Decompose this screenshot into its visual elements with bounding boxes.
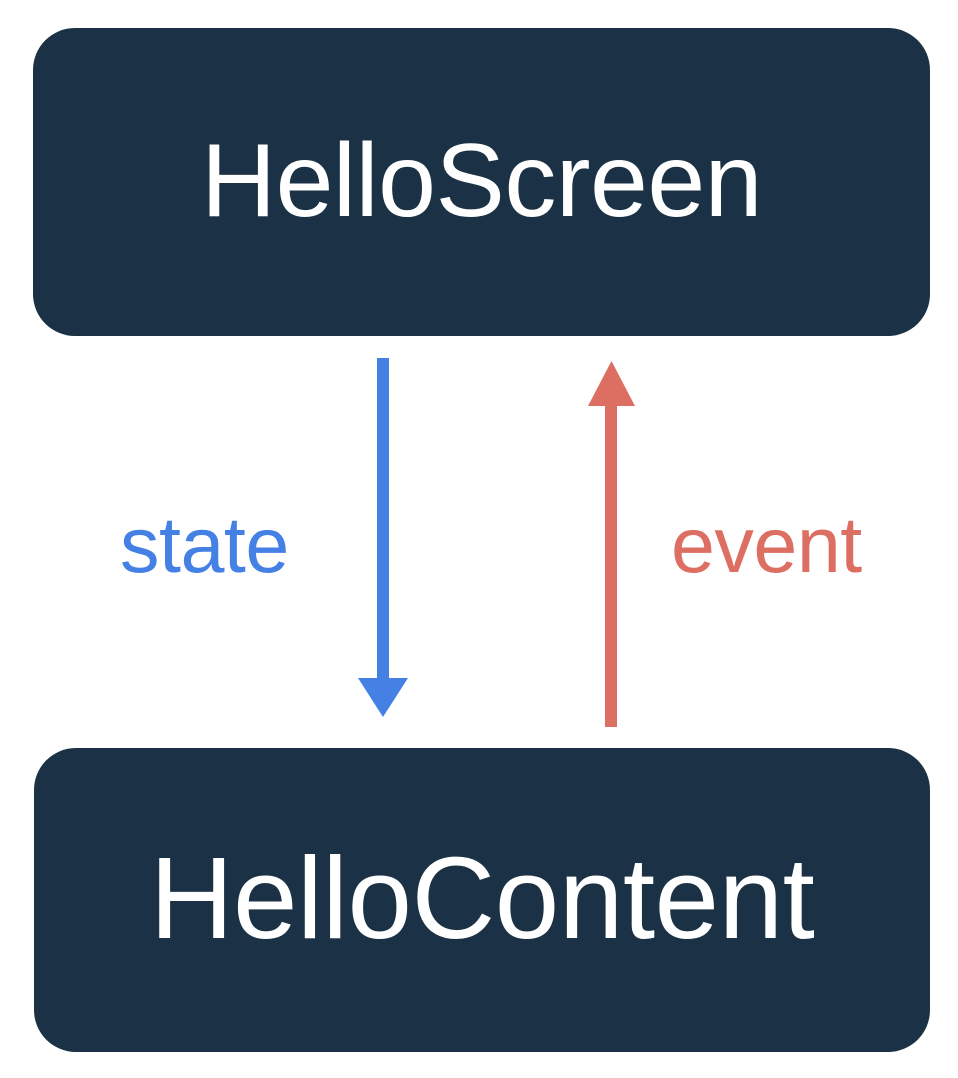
down-arrow-icon bbox=[358, 358, 408, 717]
node-hello-screen-label: HelloScreen bbox=[200, 123, 763, 239]
up-arrow-icon bbox=[588, 361, 635, 727]
edge-label-event: event bbox=[671, 500, 862, 589]
node-hello-screen[interactable]: HelloScreen bbox=[33, 28, 930, 336]
node-hello-content-label: HelloContent bbox=[149, 833, 815, 963]
node-hello-content[interactable]: HelloContent bbox=[34, 748, 930, 1052]
edge-label-state: state bbox=[120, 500, 289, 589]
